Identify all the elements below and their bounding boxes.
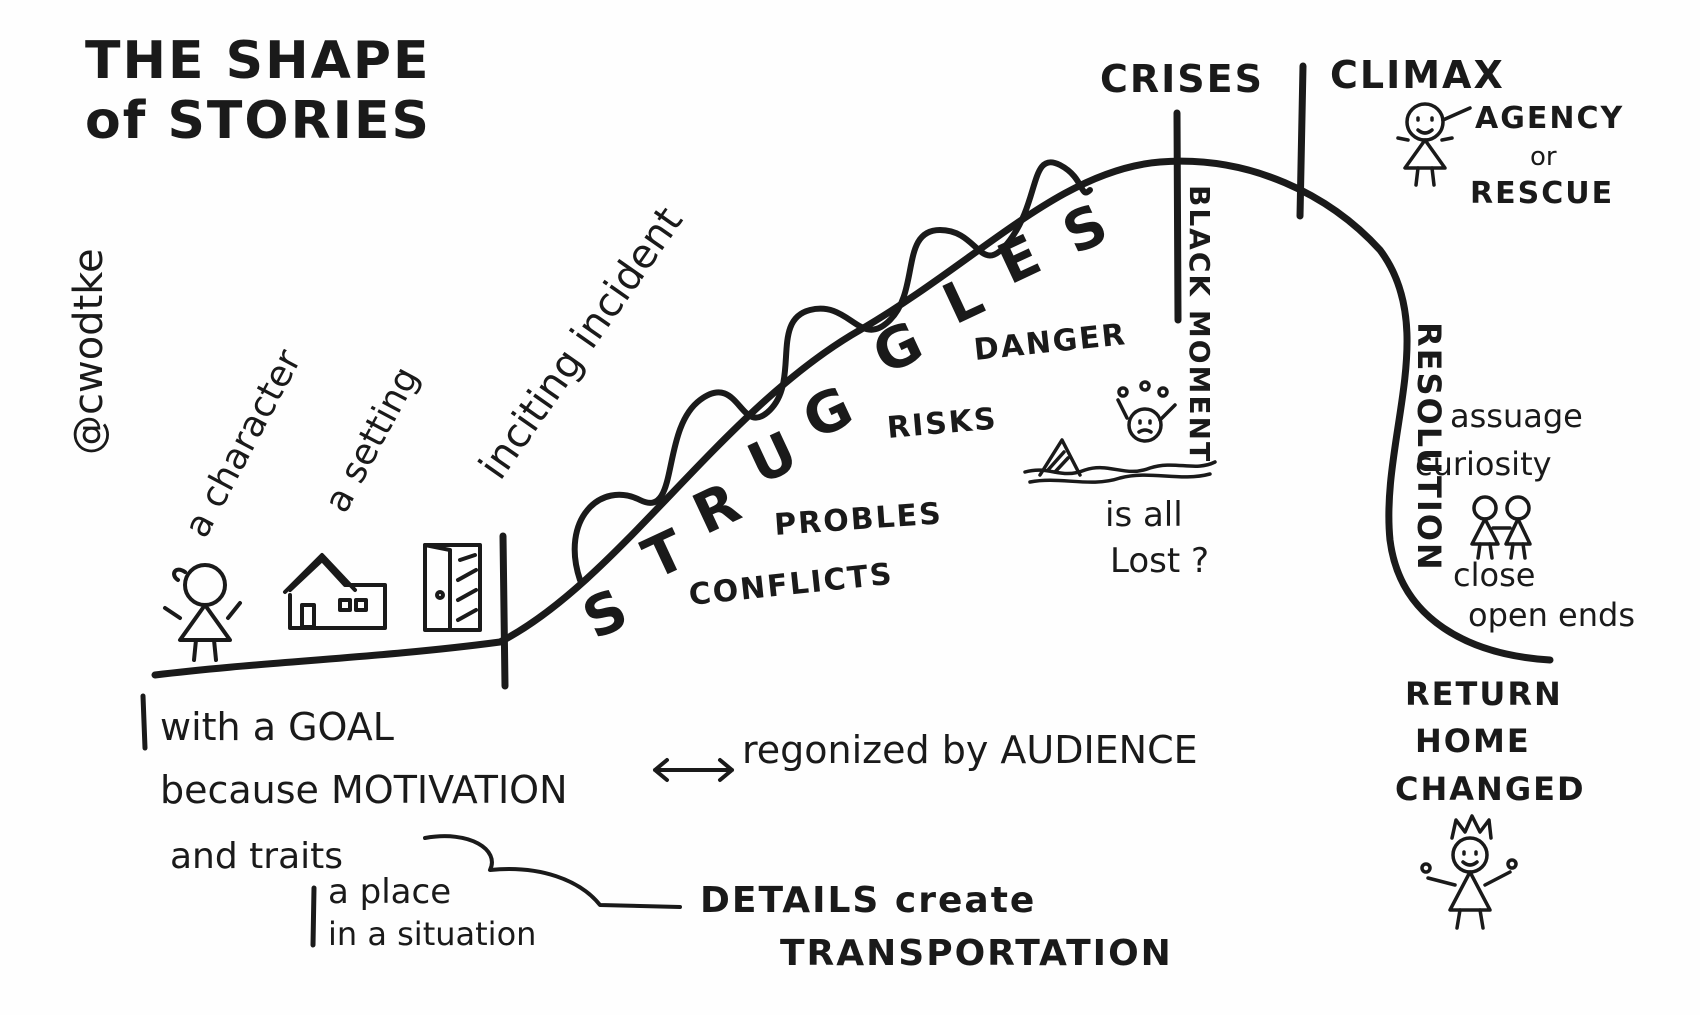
conflicts-label: CONFLICTS — [687, 557, 895, 613]
lost-label: Lost ? — [1110, 541, 1209, 581]
title-line1: THE SHAPE — [85, 31, 430, 91]
inciting-incident-label: inciting incident — [471, 199, 692, 488]
details-label: DETAILS create — [700, 880, 1036, 921]
character-icon — [165, 565, 240, 660]
motivation-label: because MOTIVATION — [160, 768, 568, 812]
door-icon — [425, 545, 480, 630]
climax-label: CLIMAX — [1330, 53, 1505, 97]
transportation-label: TRANSPORTATION — [780, 933, 1173, 974]
home-label: HOME — [1415, 722, 1531, 760]
assuage-label: assuage — [1450, 397, 1583, 435]
struggles-letter: G — [793, 374, 864, 453]
crowned-hero-icon — [1422, 816, 1516, 928]
black-moment-label: BLACK MOMENT — [1183, 185, 1216, 463]
crises-label: CRISES — [1100, 57, 1264, 101]
author-handle: @cwodtke — [66, 248, 112, 455]
is-all-label: is all — [1105, 495, 1183, 535]
traits-label: and traits — [170, 836, 343, 877]
changed-label: CHANGED — [1395, 770, 1586, 808]
recognized-label: regonized by AUDIENCE — [742, 728, 1198, 772]
or-label: or — [1530, 142, 1557, 172]
rescue-label: RESCUE — [1470, 176, 1614, 211]
open-ends-label: open ends — [1468, 596, 1635, 634]
curiosity-label: curiosity — [1415, 445, 1552, 483]
double-arrow — [655, 760, 732, 780]
goal-label: with a GOAL — [160, 705, 394, 749]
hero-icon — [1398, 104, 1470, 185]
title-line2: of STORIES — [85, 91, 431, 151]
friends-icon — [1472, 497, 1530, 558]
agency-label: AGENCY — [1475, 101, 1624, 136]
struggles-letter: S — [573, 576, 639, 653]
place-label: a place — [328, 872, 451, 912]
inciting-divider — [503, 536, 505, 686]
struggles-letter: S — [1053, 191, 1119, 268]
goal-tick — [143, 696, 145, 748]
return-label: RETURN — [1405, 675, 1563, 713]
traits-connector — [425, 836, 680, 907]
house-icon — [285, 555, 385, 628]
crises-divider — [1177, 113, 1178, 320]
struggles-letter: U — [738, 419, 809, 498]
struggles-letter: R — [683, 470, 751, 548]
character-label: a character — [177, 343, 310, 544]
climax-divider — [1300, 66, 1303, 216]
setting-label: a setting — [317, 360, 428, 519]
problems-label: PROBLES — [773, 496, 944, 543]
risks-label: RISKS — [886, 401, 999, 446]
struggles-letter: L — [933, 263, 995, 338]
danger-label: DANGER — [972, 317, 1128, 368]
place-tick — [313, 888, 314, 945]
situation-label: in a situation — [328, 915, 536, 953]
close-label: close — [1453, 556, 1535, 594]
